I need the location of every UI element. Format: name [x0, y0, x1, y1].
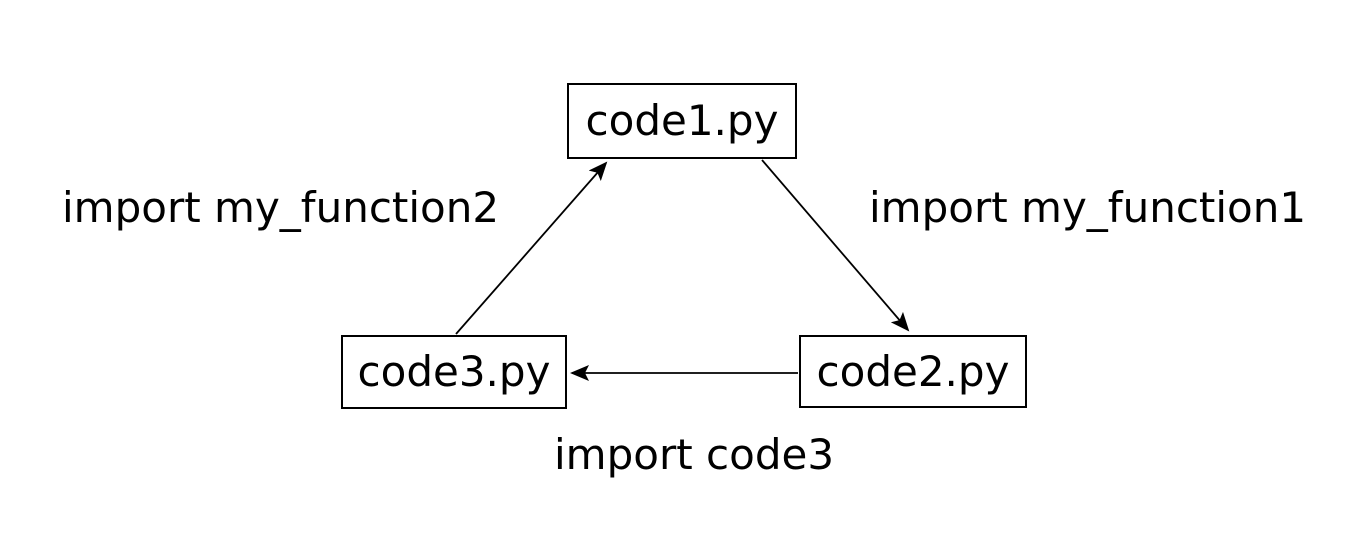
edge-label-import-my-function1: import my_function1 [869, 183, 1307, 232]
edge-label-import-code3: import code3 [554, 430, 835, 479]
node-code1-py: code1.py [567, 83, 797, 159]
node-code2-py: code2.py [799, 335, 1027, 408]
edge-label-import-my-function2: import my_function2 [62, 183, 500, 232]
node-code2-label: code2.py [816, 346, 1010, 396]
node-code3-label: code3.py [357, 347, 551, 396]
node-code1-label: code1.py [585, 96, 779, 145]
node-code3-py: code3.py [341, 335, 567, 409]
